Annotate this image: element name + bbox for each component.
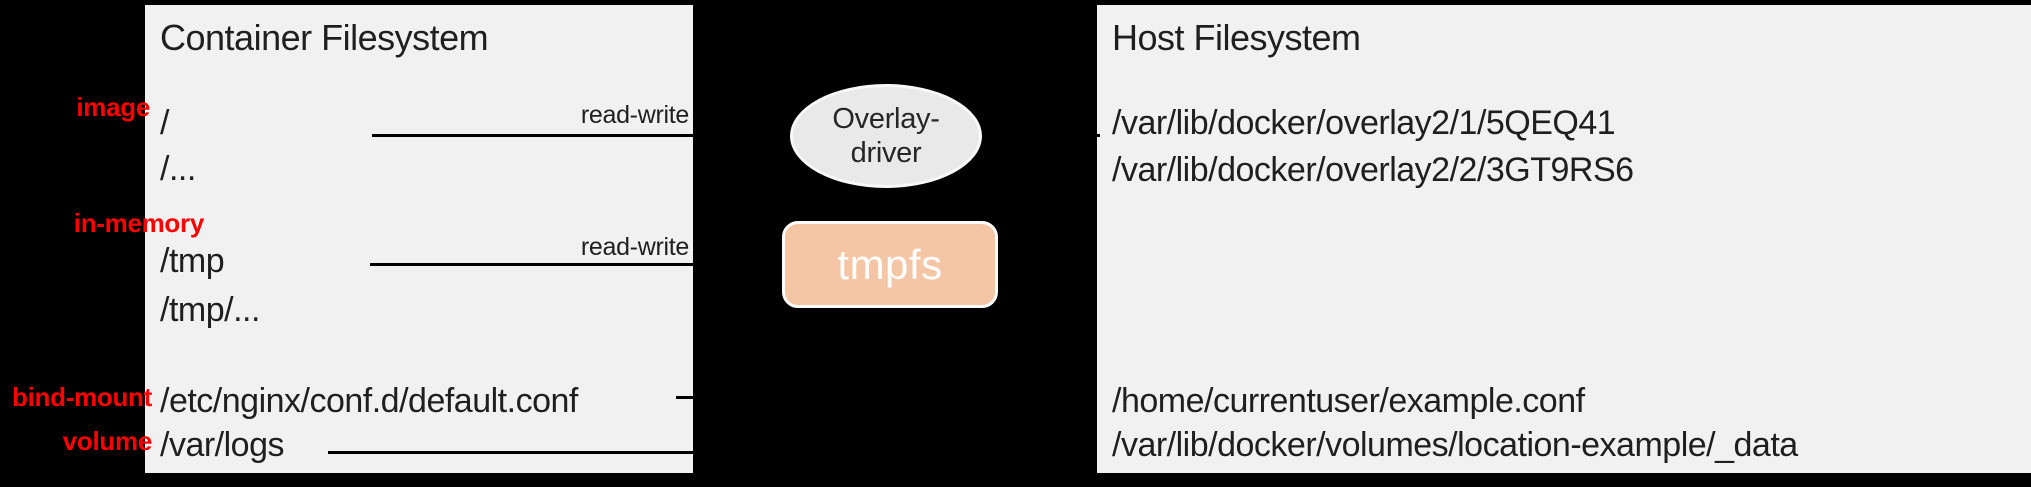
- host-path-overlay-layer-1: /var/lib/docker/overlay2/1/5QEQ41: [1112, 104, 1616, 142]
- container-path-root-more: /...: [160, 150, 196, 188]
- connector-bind-mount-to-host: [676, 396, 1096, 399]
- read-write-label-mid: read-write: [580, 233, 689, 261]
- container-path-bind-mount: /etc/nginx/conf.d/default.conf: [160, 382, 578, 420]
- tmpfs-shape: tmpfs: [782, 221, 998, 308]
- host-filesystem-panel: Host Filesystem /var/lib/docker/overlay2…: [1097, 5, 2031, 473]
- connector-image-to-overlay-driver: [372, 134, 1100, 137]
- host-path-volume: /var/lib/docker/volumes/location-example…: [1112, 426, 1798, 464]
- container-panel-title: Container Filesystem: [160, 17, 489, 58]
- mount-label-in-memory: in-memory: [73, 208, 205, 238]
- overlay-driver-label-line1: Overlay-: [832, 103, 940, 135]
- tmpfs-label: tmpfs: [837, 240, 943, 288]
- read-write-label-top: read-write: [580, 101, 689, 129]
- overlay-driver-shape: Overlay- driver: [790, 84, 982, 188]
- mount-label-bind-mount: bind-mount: [12, 382, 152, 412]
- connector-volume-to-host: [328, 451, 1096, 454]
- connector-tmp-to-tmpfs: [370, 263, 782, 266]
- container-path-tmp: /tmp: [160, 242, 225, 280]
- container-filesystem-panel: Container Filesystem / /... read-write r…: [145, 5, 693, 473]
- container-path-root: /: [160, 104, 169, 142]
- overlay-driver-label-line2: driver: [850, 137, 922, 169]
- mount-label-image: image: [76, 92, 150, 122]
- container-path-tmp-more: /tmp/...: [160, 291, 260, 329]
- host-panel-title: Host Filesystem: [1112, 17, 1361, 58]
- host-path-overlay-layer-2: /var/lib/docker/overlay2/2/3GT9RS6: [1112, 151, 1634, 189]
- mount-label-volume: volume: [62, 426, 153, 456]
- container-path-volume: /var/logs: [160, 426, 285, 464]
- host-path-bind-mount: /home/currentuser/example.conf: [1112, 382, 1585, 420]
